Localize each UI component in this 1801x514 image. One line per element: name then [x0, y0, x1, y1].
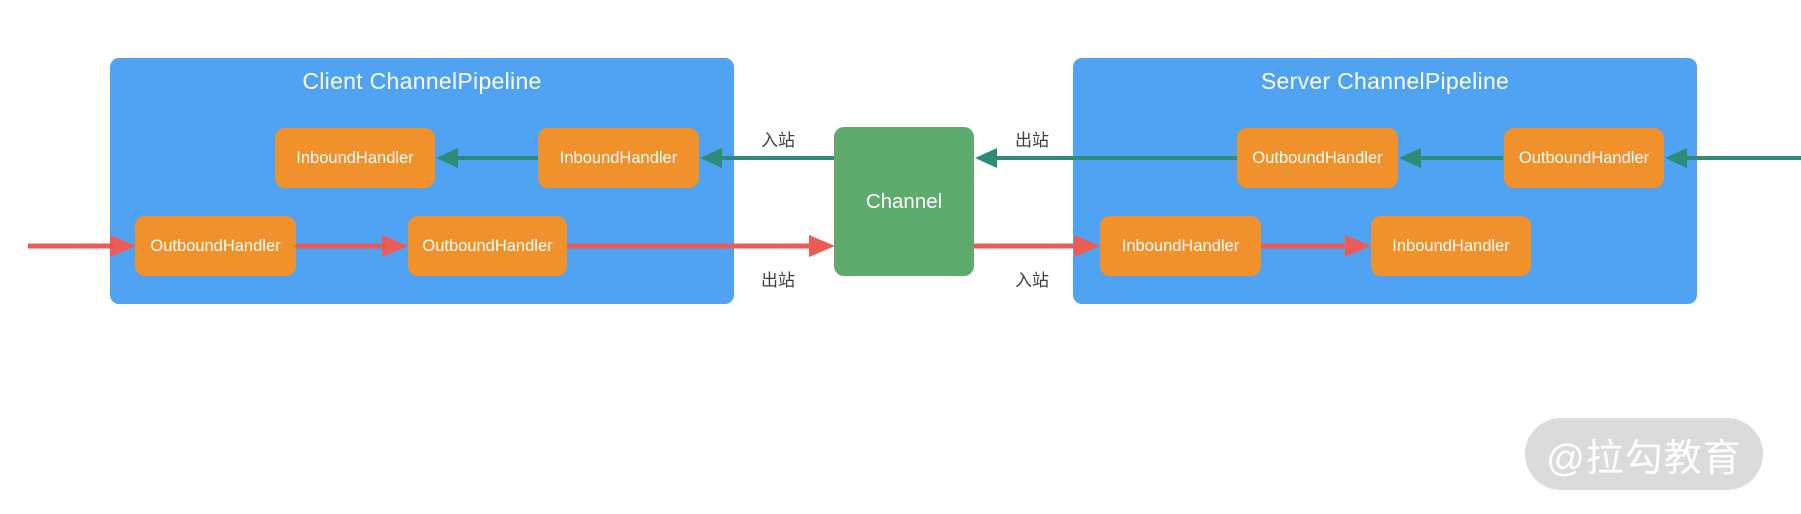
client-inbound-handler-2: InboundHandler: [538, 128, 699, 188]
client-inbound-label: 入站: [761, 131, 795, 150]
server-inbound-handler-1: InboundHandler: [1100, 216, 1261, 276]
server-outbound-handler-1: OutboundHandler: [1237, 128, 1398, 188]
server-inbound-label: 入站: [1015, 271, 1049, 290]
client-outbound-handler-2: OutboundHandler: [408, 216, 567, 276]
server-outbound-label: 出站: [1015, 131, 1049, 150]
server-inbound-handler-2: InboundHandler: [1371, 216, 1531, 276]
client-inbound-handler-1: InboundHandler: [275, 128, 435, 188]
watermark-badge: @拉勾教育: [1525, 418, 1763, 490]
client-outbound-label: 出站: [761, 271, 795, 290]
server-outbound-handler-2: OutboundHandler: [1504, 128, 1664, 188]
server-pipeline-title: Server ChannelPipeline: [1260, 68, 1510, 94]
channel-box: Channel: [834, 127, 974, 276]
client-outbound-handler-1: OutboundHandler: [135, 216, 296, 276]
client-pipeline-title: Client ChannelPipeline: [302, 68, 542, 94]
